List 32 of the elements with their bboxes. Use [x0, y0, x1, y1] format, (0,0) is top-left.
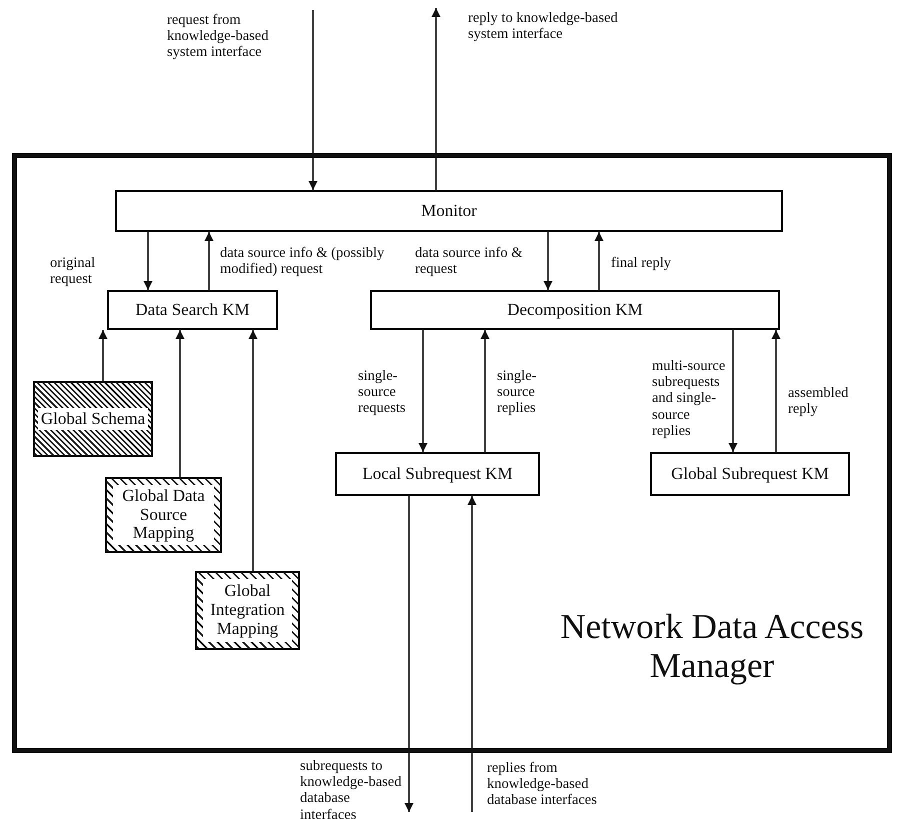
box-label: Decomposition KM — [507, 300, 643, 320]
arrow — [432, 8, 440, 190]
data-store-box — [105, 477, 222, 553]
edge-label: final reply — [611, 255, 671, 272]
process-box — [335, 452, 540, 496]
system-title: Network Data Access Manager — [559, 608, 865, 685]
box-label: Global Data Source Mapping — [113, 485, 214, 545]
arrow — [404, 496, 414, 812]
arrow — [480, 330, 490, 452]
process-box — [650, 452, 850, 496]
process-box — [370, 290, 780, 330]
arrow — [544, 232, 552, 290]
arrow — [98, 330, 108, 381]
arrow — [248, 330, 258, 571]
arrow — [594, 232, 604, 290]
arrow — [204, 232, 214, 290]
arrow — [308, 10, 318, 190]
box-label: Local Subrequest KM — [362, 464, 513, 484]
arrow — [144, 232, 152, 290]
data-store-box — [33, 381, 153, 457]
process-box — [107, 290, 278, 330]
box-label: Global Schema — [38, 408, 148, 430]
arrow — [418, 330, 428, 452]
edge-label: subrequests to knowledge-based database interfaces — [300, 758, 404, 819]
arrow — [468, 496, 476, 812]
process-box — [115, 190, 783, 232]
arrow — [728, 330, 738, 452]
box-label: Global Integration Mapping — [203, 579, 292, 642]
data-store-box — [195, 571, 300, 650]
arrow — [772, 330, 780, 452]
arrow — [176, 330, 184, 477]
box-label: Global Subrequest KM — [671, 464, 829, 484]
